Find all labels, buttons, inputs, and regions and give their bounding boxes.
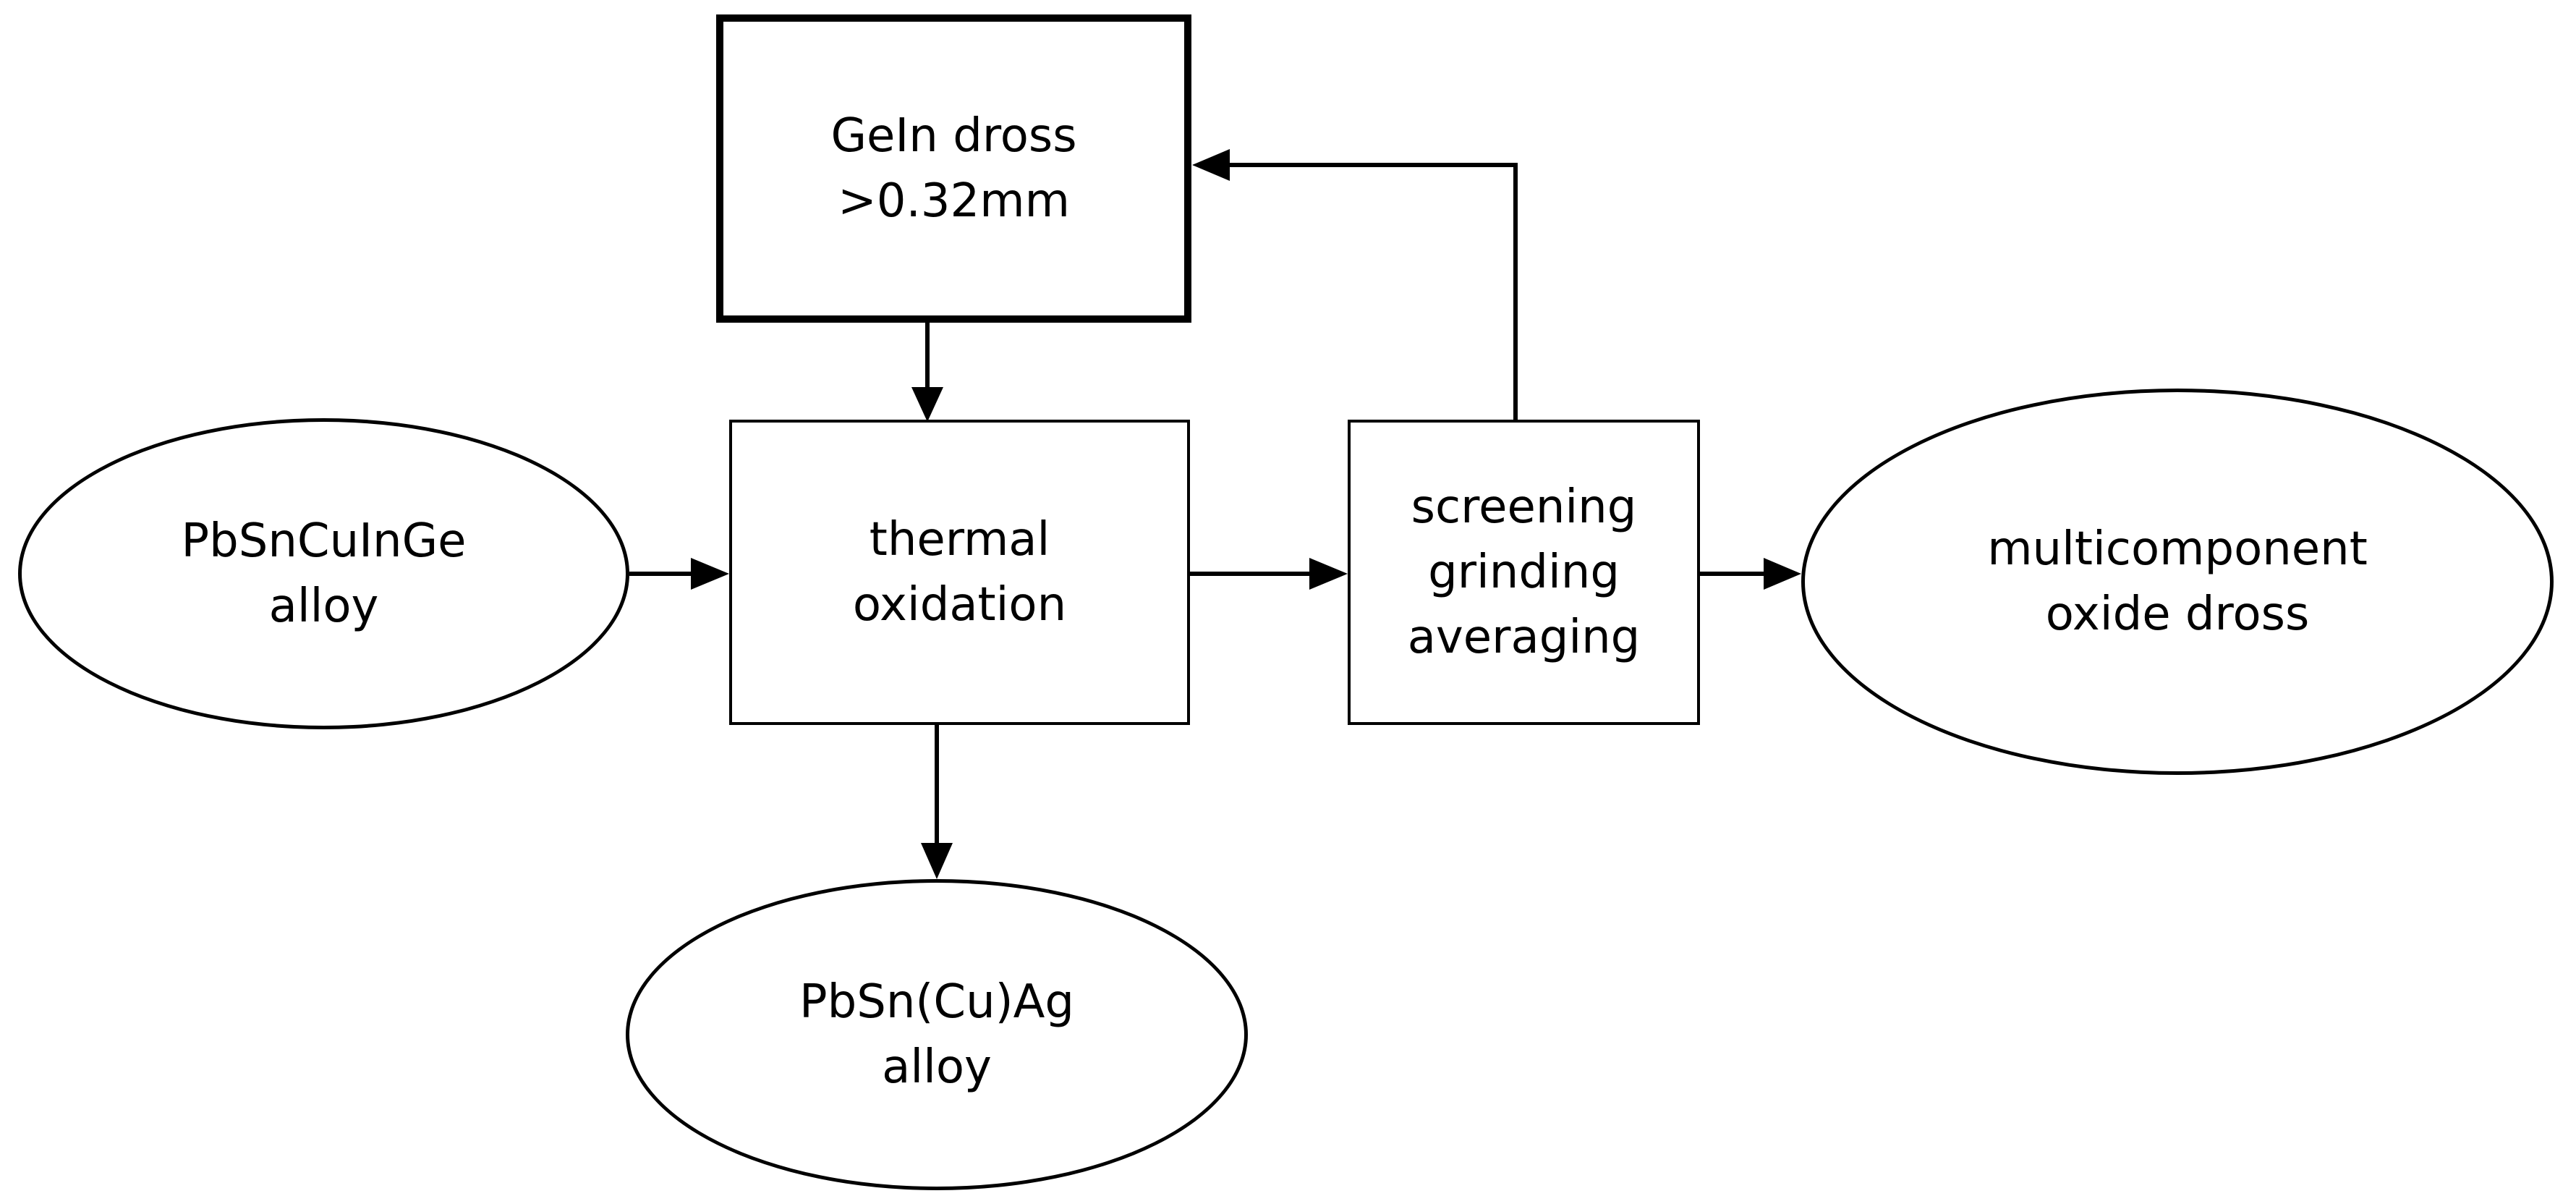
gein-dross-box: GeIn dross >0.32mm: [716, 14, 1191, 323]
alloy-output-label: PbSn(Cu)Ag alloy: [799, 970, 1074, 1100]
arrowhead-dross-to-thermal: [911, 387, 943, 422]
screening-box: screening grinding averaging: [1348, 420, 1700, 725]
multicomponent-line1: multicomponent: [1987, 522, 2368, 576]
arrowhead-alloy-to-thermal: [691, 558, 729, 590]
arrowhead-thermal-to-alloy-output: [921, 843, 953, 879]
thermal-oxidation-line1: thermal: [869, 513, 1050, 567]
thermal-oxidation-line2: oxidation: [852, 578, 1067, 632]
edge-screening-to-dross: [1230, 163, 1518, 420]
thermal-oxidation-box: thermal oxidation: [729, 420, 1190, 725]
gein-dross-line1: GeIn dross: [830, 109, 1077, 163]
arrowhead-screening-to-dross: [1192, 149, 1230, 181]
multicomponent-label: multicomponent oxide dross: [1987, 517, 2368, 647]
alloy-output-line2: alloy: [882, 1040, 992, 1094]
arrowhead-thermal-to-screening: [1309, 558, 1348, 590]
multicomponent-ellipse: multicomponent oxide dross: [1801, 389, 2554, 775]
alloy-output-line1: PbSn(Cu)Ag: [799, 975, 1074, 1029]
arrowhead-screening-to-multicomponent: [1764, 558, 1801, 590]
alloy-output-ellipse: PbSn(Cu)Ag alloy: [626, 879, 1248, 1190]
alloy-input-line2: alloy: [268, 580, 379, 633]
alloy-input-line1: PbSnCuInGe: [181, 514, 467, 568]
gein-dross-label: GeIn dross >0.32mm: [830, 103, 1076, 234]
screening-line2: grinding: [1428, 546, 1620, 599]
alloy-input-ellipse: PbSnCuInGe alloy: [18, 418, 629, 729]
screening-line3: averaging: [1407, 611, 1641, 664]
alloy-input-label: PbSnCuInGe alloy: [181, 509, 466, 639]
screening-label: screening grinding averaging: [1408, 475, 1641, 670]
screening-line1: screening: [1411, 480, 1637, 534]
thermal-oxidation-label: thermal oxidation: [853, 507, 1066, 637]
gein-dross-line2: >0.32mm: [838, 174, 1070, 228]
multicomponent-line2: oxide dross: [2045, 588, 2310, 641]
